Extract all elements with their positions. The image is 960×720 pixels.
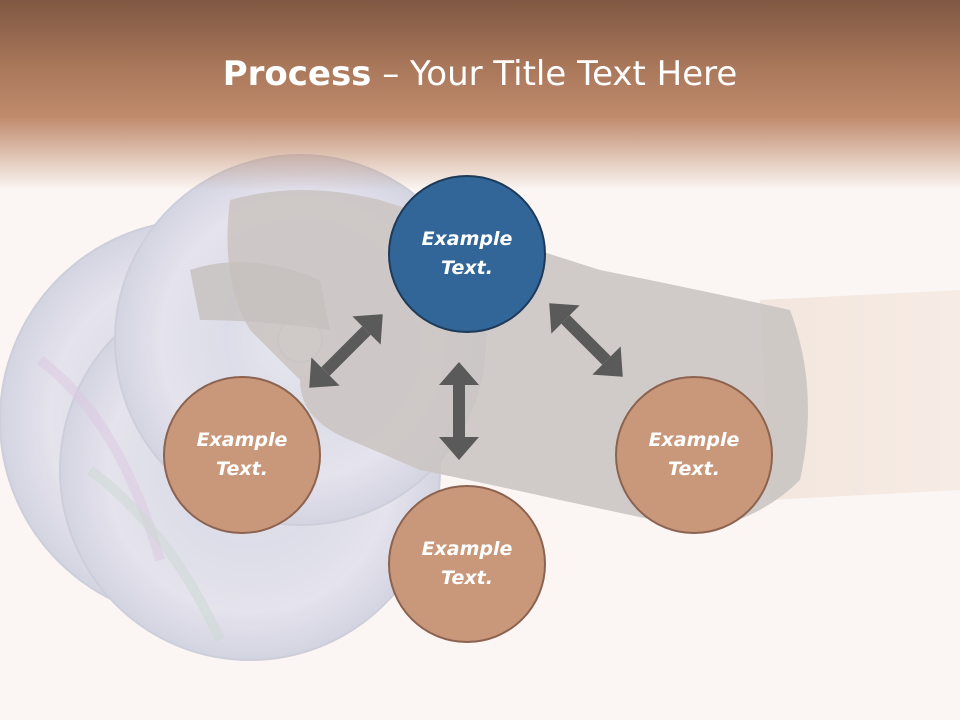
- arm: [760, 290, 960, 500]
- node-left-line2: Text.: [216, 458, 268, 480]
- node-right-line2: Text.: [668, 458, 720, 480]
- node-bottom[interactable]: Example Text.: [388, 485, 546, 643]
- node-top-line1: Example: [421, 228, 513, 250]
- arrow-vertical: [439, 362, 479, 460]
- node-top-line2: Text.: [441, 257, 493, 279]
- node-right-line1: Example: [648, 429, 740, 451]
- node-bottom-line1: Example: [421, 538, 513, 560]
- arrow-diagonal-left: [309, 314, 383, 388]
- title-band: [0, 0, 960, 190]
- node-left-line1: Example: [196, 429, 288, 451]
- node-left[interactable]: Example Text.: [163, 376, 321, 534]
- title-bold-part: Process: [222, 54, 372, 94]
- node-bottom-line2: Text.: [441, 567, 493, 589]
- node-right[interactable]: Example Text.: [615, 376, 773, 534]
- node-top[interactable]: Example Text.: [388, 175, 546, 333]
- slide-title: Process – Your Title Text Here: [0, 54, 960, 94]
- title-rest-part: – Your Title Text Here: [371, 54, 738, 94]
- arrow-diagonal-right: [549, 303, 623, 377]
